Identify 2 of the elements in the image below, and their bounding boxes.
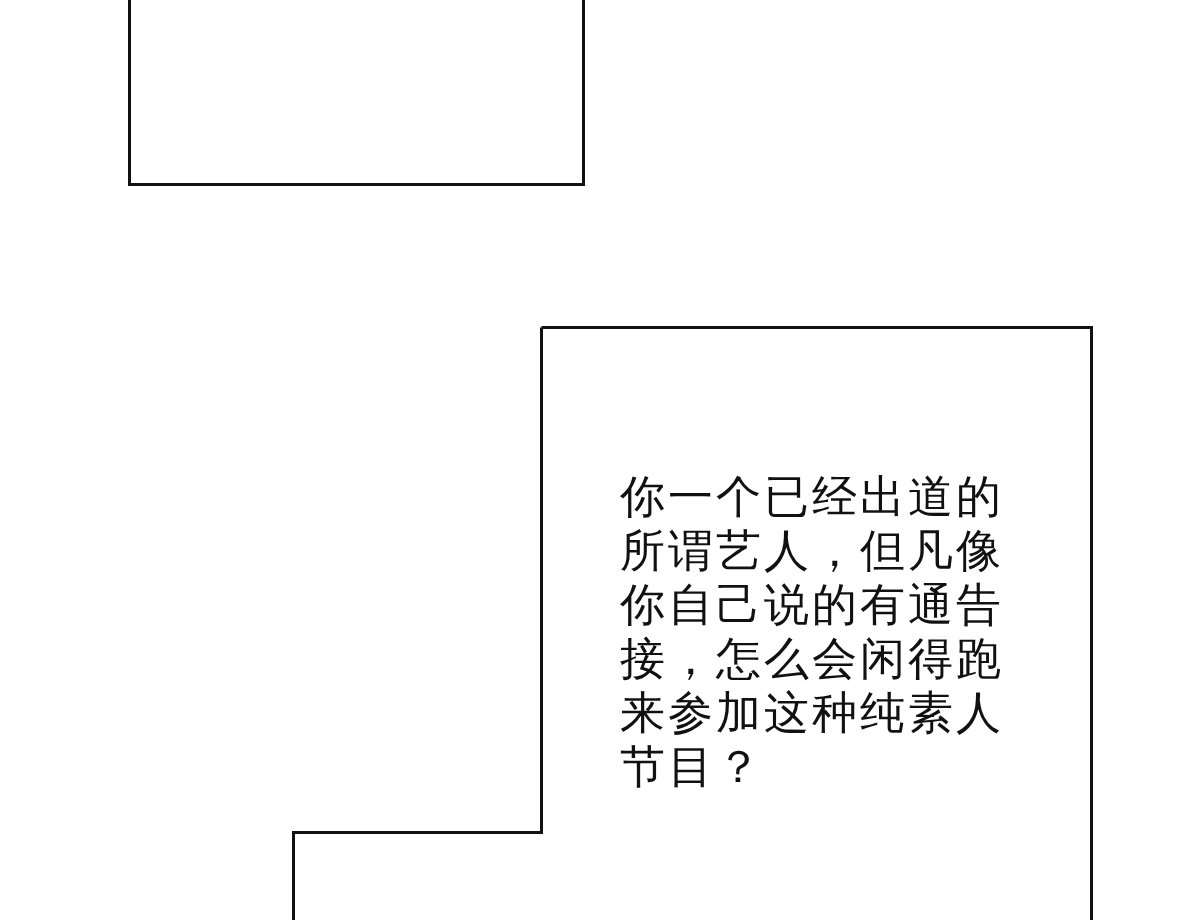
comic-panel — [128, 0, 585, 186]
dialogue-text: 你一个已经出道的所谓艺人，但凡像你自己说的有通告接，怎么会闲得跑来参加这种纯素人节目？ — [620, 470, 1005, 794]
